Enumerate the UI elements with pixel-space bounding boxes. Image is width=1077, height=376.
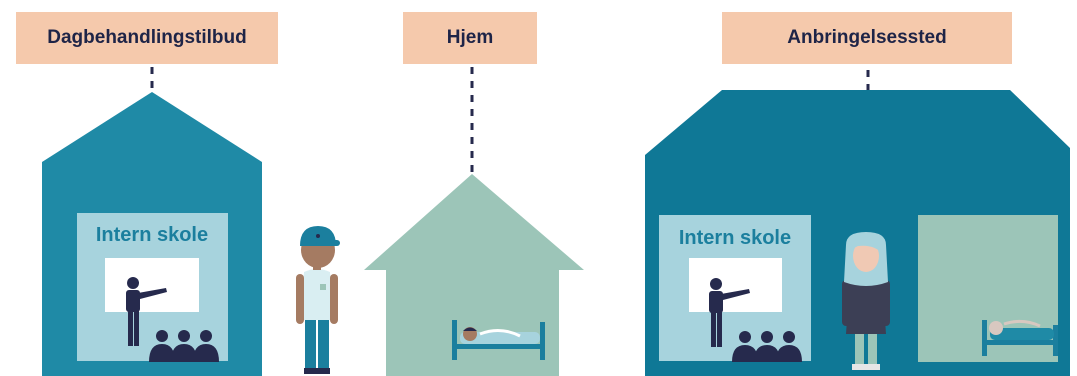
house-day-treatment: Intern skole <box>42 92 262 376</box>
girl-figure <box>842 232 890 370</box>
teacher-icon <box>126 277 167 346</box>
school-title-right: Intern skole <box>679 227 791 249</box>
whiteboard-left <box>105 258 199 312</box>
boy-figure <box>296 226 340 374</box>
students-icon <box>149 330 219 362</box>
teacher-icon-right <box>709 278 750 347</box>
bed-icon-placement <box>982 319 1058 356</box>
label-placement: Anbringelsessted <box>722 12 1012 64</box>
label-home: Hjem <box>403 12 537 64</box>
bed-icon-home <box>452 320 545 360</box>
students-icon-right <box>732 331 802 362</box>
school-title-left: Intern skole <box>96 224 208 246</box>
whiteboard-right <box>689 258 782 312</box>
label-day-treatment: Dagbehandlingstilbud <box>16 12 278 64</box>
house-home <box>364 174 584 376</box>
